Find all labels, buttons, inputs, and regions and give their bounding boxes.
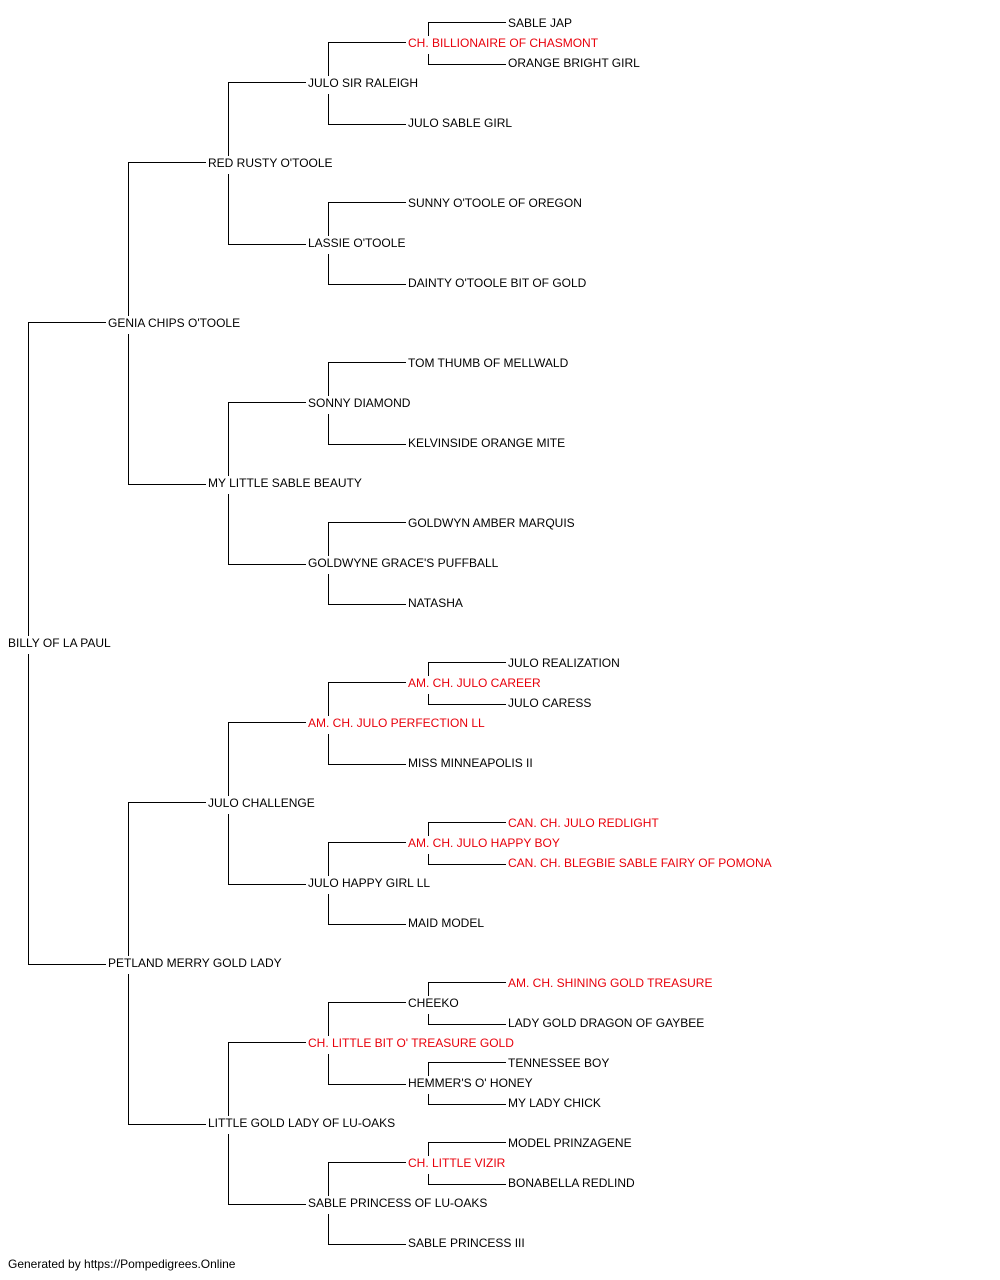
dog-name-root-d-d-s-s-d: LADY GOLD DRAGON OF GAYBEE (508, 1016, 704, 1030)
dog-name-root-d-d-d-s-d: BONABELLA REDLIND (508, 1176, 635, 1190)
dog-name-root-d-s-d-s-d: CAN. CH. BLEGBIE SABLE FAIRY OF POMONA (508, 856, 772, 870)
dog-name-root-s-s-s: JULO SIR RALEIGH (308, 76, 418, 90)
sire-connector-root-s-s (228, 82, 306, 156)
dam-connector-root-d-s-d (328, 894, 406, 925)
dog-name-root-d-s-d-s: AM. CH. JULO HAPPY BOY (408, 836, 560, 850)
dog-name-root-d-d-s-s-s: AM. CH. SHINING GOLD TREASURE (508, 976, 712, 990)
dog-name-root-d-d-s-d-s: TENNESSEE BOY (508, 1056, 609, 1070)
dam-connector-root-d-d (228, 1134, 306, 1205)
dog-name-root-d-d: LITTLE GOLD LADY OF LU-OAKS (208, 1116, 395, 1130)
dog-name-root-s-s-d: LASSIE O'TOOLE (308, 236, 405, 250)
sire-connector-root-s-d (228, 402, 306, 476)
dam-connector-root-s-s-d (328, 254, 406, 285)
dog-name-root-s-s-s-d: JULO SABLE GIRL (408, 116, 512, 130)
dog-name-root-d-d-d-s-s: MODEL PRINZAGENE (508, 1136, 632, 1150)
dam-connector-root-s (128, 334, 206, 485)
sire-connector-root-s-d-d (328, 522, 406, 556)
dog-name-root-s-d-s: SONNY DIAMOND (308, 396, 411, 410)
dog-name-root-d-s-s-s-d: JULO CARESS (508, 696, 591, 710)
dog-name-root-d-d-s: CH. LITTLE BIT O' TREASURE GOLD (308, 1036, 514, 1050)
dam-connector-root-s-s-s-s (428, 54, 506, 65)
dog-name-root-d-s: JULO CHALLENGE (208, 796, 315, 810)
dog-name-root-d-d-d-s: CH. LITTLE VIZIR (408, 1156, 506, 1170)
dog-name-root-d: PETLAND MERRY GOLD LADY (108, 956, 282, 970)
dog-name-root-s-d-s-s: TOM THUMB OF MELLWALD (408, 356, 569, 370)
dog-name-root-s-s-d-s: SUNNY O'TOOLE OF OREGON (408, 196, 582, 210)
dog-name-root-d-d-s-d-d: MY LADY CHICK (508, 1096, 601, 1110)
dog-name-root: BILLY OF LA PAUL (8, 636, 111, 650)
dog-name-root-s-d-d-d: NATASHA (408, 596, 463, 610)
sire-connector-root-d-d-s-s (428, 982, 506, 996)
dog-name-root-s-s-s-s: CH. BILLIONAIRE OF CHASMONT (408, 36, 599, 50)
dog-name-root-d-s-s: AM. CH. JULO PERFECTION LL (308, 716, 485, 730)
dog-name-root-d-s-d-s-s: CAN. CH. JULO REDLIGHT (508, 816, 659, 830)
dog-name-root-s-d-d: GOLDWYNE GRACE'S PUFFBALL (308, 556, 499, 570)
dam-connector-root-s-s-s (328, 94, 406, 125)
dog-name-root-s-d-s-d: KELVINSIDE ORANGE MITE (408, 436, 565, 450)
pedigree-tree: BILLY OF LA PAUL GENIA CHIPS O'TOOLE RED R… (8, 16, 772, 1250)
sire-connector-root (28, 322, 106, 636)
dam-connector-root-d-s (228, 814, 306, 885)
dam-connector-root (28, 654, 106, 965)
dog-name-root-s-d-d-s: GOLDWYN AMBER MARQUIS (408, 516, 575, 530)
dam-connector-root-d-s-s (328, 734, 406, 765)
dam-connector-root-d-d-s-d (428, 1094, 506, 1105)
dam-connector-root-d (128, 974, 206, 1125)
dog-name-root-d-d-s-d: HEMMER'S O' HONEY (408, 1076, 533, 1090)
dam-connector-root-d-s-d-s (428, 854, 506, 865)
dam-connector-root-s-d-s (328, 414, 406, 445)
dog-name-root-d-d-d: SABLE PRINCESS OF LU-OAKS (308, 1196, 487, 1210)
sire-connector-root-s-s-s-s (428, 22, 506, 36)
sire-connector-root-d-s-d-s (428, 822, 506, 836)
sire-connector-root-d-d-s-d (428, 1062, 506, 1076)
dog-name-root-s: GENIA CHIPS O'TOOLE (108, 316, 240, 330)
sire-connector-root-d (128, 802, 206, 956)
sire-connector-root-d-s-s (328, 682, 406, 716)
sire-connector-root-s-d-s (328, 362, 406, 396)
sire-connector-root-s (128, 162, 206, 316)
dog-name-root-s-d: MY LITTLE SABLE BEAUTY (208, 476, 362, 490)
sire-connector-root-d-d-s (328, 1002, 406, 1036)
dog-name-root-d-s-s-d: MISS MINNEAPOLIS II (408, 756, 533, 770)
sire-connector-root-d-d-d-s (428, 1142, 506, 1156)
dog-name-root-d-s-s-s-s: JULO REALIZATION (508, 656, 620, 670)
sire-connector-root-d-s-s-s (428, 662, 506, 676)
dog-name-root-d-d-s-s: CHEEKO (408, 996, 459, 1010)
sire-connector-root-d-d (228, 1042, 306, 1116)
dog-name-root-s-s-s-s-s: SABLE JAP (508, 16, 572, 30)
sire-connector-root-s-s-s (328, 42, 406, 76)
dam-connector-root-d-d-d-s (428, 1174, 506, 1185)
dog-name-root-s-s: RED RUSTY O'TOOLE (208, 156, 333, 170)
dog-name-root-d-d-d-d: SABLE PRINCESS III (408, 1236, 525, 1250)
dog-name-root-d-s-d: JULO HAPPY GIRL LL (308, 876, 430, 890)
dam-connector-root-s-s (228, 174, 306, 245)
footer-credit: Generated by https://Pompedigrees.Online (8, 1257, 236, 1271)
dog-name-root-d-s-d-d: MAID MODEL (408, 916, 484, 930)
sire-connector-root-d-s (228, 722, 306, 796)
dam-connector-root-d-d-d (328, 1214, 406, 1245)
dam-connector-root-d-d-s (328, 1054, 406, 1085)
dam-connector-root-d-d-s-s (428, 1014, 506, 1025)
sire-connector-root-d-s-d (328, 842, 406, 876)
dog-name-root-d-s-s-s: AM. CH. JULO CAREER (408, 676, 541, 690)
sire-connector-root-d-d-d (328, 1162, 406, 1196)
dog-name-root-s-s-s-s-d: ORANGE BRIGHT GIRL (508, 56, 640, 70)
sire-connector-root-s-s-d (328, 202, 406, 236)
dam-connector-root-d-s-s-s (428, 694, 506, 705)
dam-connector-root-s-d (228, 494, 306, 565)
dog-name-root-s-s-d-d: DAINTY O'TOOLE BIT OF GOLD (408, 276, 587, 290)
dam-connector-root-s-d-d (328, 574, 406, 605)
